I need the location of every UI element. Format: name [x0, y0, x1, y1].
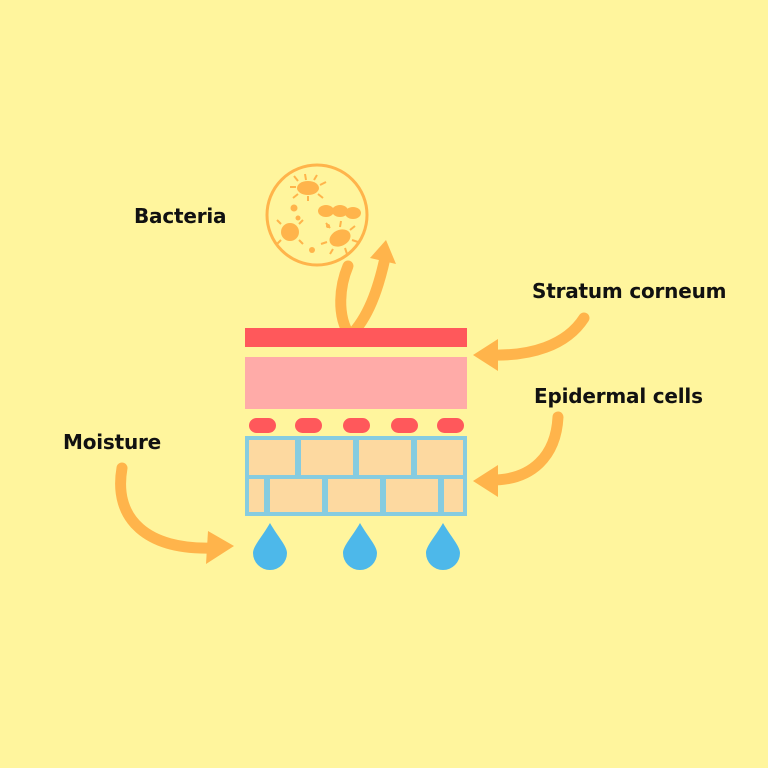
brick-cell [249, 440, 295, 475]
bacteria-petri-icon [265, 163, 369, 267]
epidermal-cell [391, 418, 418, 433]
epidermal-cell [295, 418, 322, 433]
bacterium-spiky-icon [290, 173, 327, 201]
label-epidermal-cells: Epidermal cells [534, 384, 703, 408]
epidermal-cell [249, 418, 276, 433]
water-drop-icon [253, 523, 287, 570]
curved-arrow-icon [473, 312, 590, 371]
cell-brick-layer [245, 436, 467, 516]
brick-cell [249, 479, 264, 512]
brick-cell [417, 440, 463, 475]
label-bacteria: Bacteria [134, 204, 227, 228]
brick-cell [444, 479, 463, 512]
bacterium-chain-icon [318, 205, 361, 219]
curved-arrow-icon [115, 462, 234, 564]
epidermal-cell-row [249, 418, 464, 433]
stratum-corneum-layer [245, 328, 467, 347]
brick-cell [270, 479, 322, 512]
water-drop-icon [343, 523, 377, 570]
brick-cell [359, 440, 411, 475]
brick-cell [301, 440, 353, 475]
epidermal-cell [343, 418, 370, 433]
label-stratum-corneum: Stratum corneum [532, 279, 727, 303]
brick-cell [386, 479, 438, 512]
brick-cell [328, 479, 380, 512]
label-moisture: Moisture [63, 430, 162, 454]
curved-arrow-icon [473, 411, 564, 497]
epidermal-cell [437, 418, 464, 433]
pink-layer [245, 357, 467, 409]
bacterium-cell-icon [276, 219, 304, 245]
water-drop-icon [426, 523, 460, 570]
